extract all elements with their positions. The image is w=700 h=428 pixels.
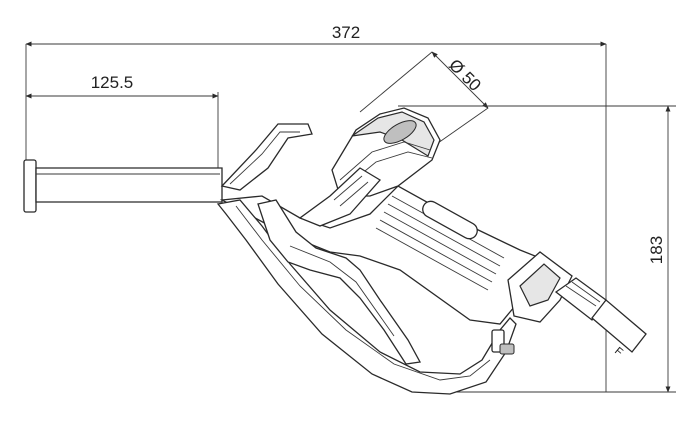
hanger-hook — [220, 123, 313, 191]
dimension-overall-length: 372 — [25, 23, 607, 392]
spout — [23, 159, 223, 213]
neck — [298, 167, 382, 227]
guard-hinge — [491, 329, 515, 355]
outlet-swivel: F — [507, 251, 647, 359]
spout-length-label: 125.5 — [91, 73, 134, 92]
trigger-lever — [257, 199, 422, 365]
dimension-height: 183 — [398, 105, 676, 393]
inlet-diameter-label: Ø 50 — [445, 55, 484, 94]
overall-length-label: 372 — [332, 23, 360, 42]
height-label: 183 — [647, 236, 666, 264]
hex-mark-label: F — [612, 345, 625, 359]
trigger-guard — [216, 199, 517, 395]
